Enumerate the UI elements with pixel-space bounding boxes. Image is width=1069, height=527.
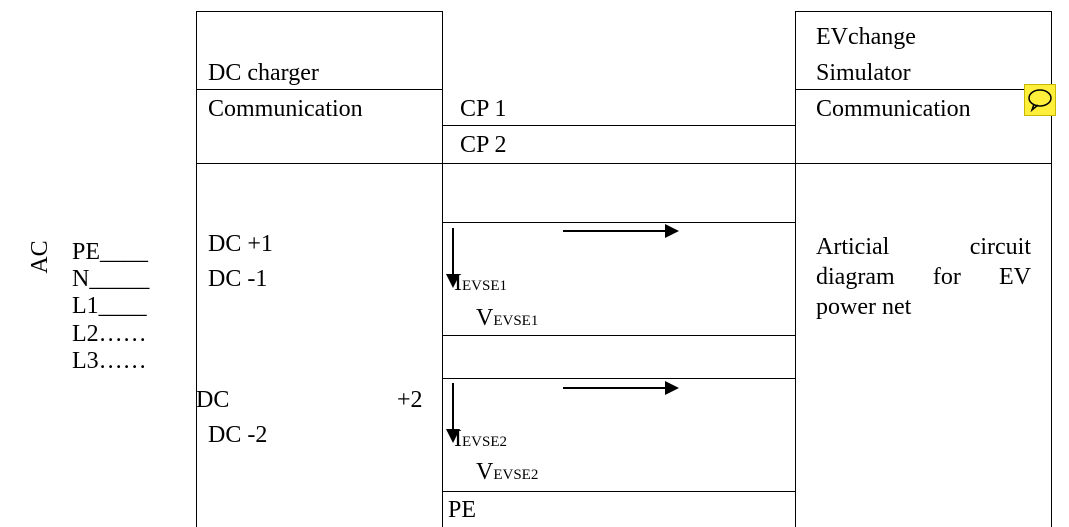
- comment-icon[interactable]: [1024, 84, 1056, 116]
- cp1-label: CP 1: [460, 96, 507, 122]
- cp-divider: [442, 125, 795, 126]
- top-border-left: [196, 11, 442, 12]
- charger-title: DC charger: [208, 60, 319, 86]
- ac-line-l3: L3……: [72, 348, 147, 374]
- mid-line-1: [442, 222, 795, 223]
- ac-label: AC: [27, 240, 53, 274]
- simulator-communication: Communication: [816, 96, 971, 122]
- arrow-right-icon: [563, 224, 679, 238]
- i-evse2-label: IEVSE2: [454, 426, 507, 452]
- ac-line-n: N_____: [72, 266, 150, 292]
- simulator-description: Articial circuit diagram for EV power ne…: [816, 234, 1031, 320]
- top-border-right: [795, 11, 1051, 12]
- speech-bubble-icon: [1028, 89, 1052, 113]
- charger-right-border: [442, 11, 443, 527]
- ac-line-l1: L1____: [72, 293, 147, 319]
- dc-plus-1: DC +1: [208, 231, 273, 257]
- charger-communication: Communication: [208, 96, 363, 122]
- mid-line-3: [442, 378, 795, 379]
- ac-line-pe: PE____: [72, 239, 149, 265]
- simulator-right-border: [1051, 11, 1052, 527]
- main-divider: [196, 163, 1051, 164]
- simulator-title-line2: Simulator: [816, 60, 911, 86]
- pe-label: PE: [448, 497, 477, 523]
- arrow-down-icon: [446, 383, 460, 443]
- simulator-title-divider: [795, 89, 1051, 90]
- dc-plus-2-left: DC: [196, 387, 230, 413]
- simulator-left-border: [795, 11, 796, 527]
- v-evse1-label: VEVSE1: [476, 305, 539, 331]
- v-evse2-label: VEVSE2: [476, 459, 539, 485]
- dc-minus-2: DC -2: [208, 422, 268, 448]
- i-evse1-label: IEVSE1: [454, 270, 507, 296]
- arrow-right-icon: [563, 381, 679, 395]
- arrow-down-icon: [446, 228, 460, 288]
- cp2-label: CP 2: [460, 132, 507, 158]
- dc-minus-1: DC -1: [208, 266, 268, 292]
- mid-line-2: [442, 335, 795, 336]
- charger-title-divider: [196, 89, 442, 90]
- simulator-title-line1: EVchange: [816, 24, 916, 50]
- charger-left-border: [196, 11, 197, 527]
- ac-line-l2: L2……: [72, 321, 147, 347]
- dc-plus-2-right: +2: [397, 387, 423, 413]
- mid-line-4: [442, 491, 795, 492]
